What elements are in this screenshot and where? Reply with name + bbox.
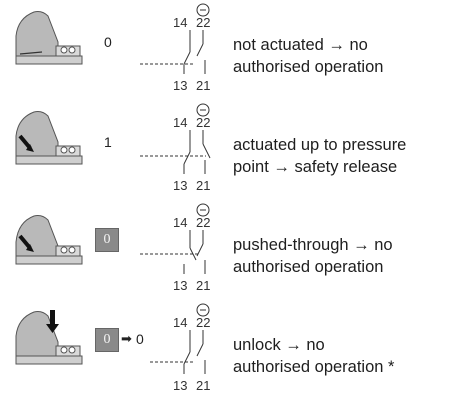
svg-text:21: 21 (196, 378, 210, 392)
svg-text:22: 22 (196, 115, 210, 130)
state-description: unlock → no authorised operation * (233, 336, 395, 376)
state-row-pressure-point: 1 14 22 13 21 actuated up to pressure po… (0, 100, 460, 192)
state-value: 0 (104, 34, 112, 50)
state-value-after: 0 (136, 331, 144, 347)
state-description: pushed-through → no authorised operation (233, 236, 393, 276)
state-value-boxed: 0 (95, 228, 119, 252)
contact-symbol: 14 22 13 21 (140, 3, 210, 92)
terminal-label: 13 (173, 78, 187, 92)
arrow-right-icon: ➡ (121, 331, 132, 346)
foot-pedal-icon (15, 11, 83, 65)
svg-text:22: 22 (196, 315, 210, 330)
state-description: actuated up to pressure point → safety r… (233, 136, 407, 176)
contact-symbol: 14 22 13 21 (140, 103, 210, 192)
svg-text:14: 14 (173, 115, 187, 130)
svg-text:13: 13 (173, 278, 187, 292)
state-value: 1 (104, 134, 112, 150)
svg-text:13: 13 (173, 178, 187, 192)
svg-text:21: 21 (196, 278, 210, 292)
contact-symbol: 14 22 13 21 (150, 303, 210, 392)
foot-pedal-pressed-icon (15, 111, 83, 165)
state-row-not-actuated: 0 14 22 13 21 not actuated → no authoris… (0, 0, 460, 92)
svg-text:21: 21 (196, 178, 210, 192)
contact-symbol: 14 22 13 21 (140, 203, 210, 292)
svg-text:22: 22 (196, 215, 210, 230)
terminal-label: 14 (173, 15, 187, 30)
terminal-label: 21 (196, 78, 210, 92)
state-row-unlock: 0 ➡ 0 14 22 13 21 unlock → no authorised… (0, 300, 460, 392)
foot-pedal-pushed-through-icon (15, 215, 83, 265)
state-description: not actuated → no authorised operation (233, 36, 384, 76)
state-value-boxed: 0 (95, 328, 119, 352)
foot-pedal-unlock-icon (15, 310, 83, 365)
svg-text:13: 13 (173, 378, 187, 392)
terminal-label: 22 (196, 15, 210, 30)
state-row-pushed-through: 0 14 22 13 21 pushed-through → no author… (0, 200, 460, 292)
svg-text:14: 14 (173, 315, 187, 330)
svg-text:14: 14 (173, 215, 187, 230)
